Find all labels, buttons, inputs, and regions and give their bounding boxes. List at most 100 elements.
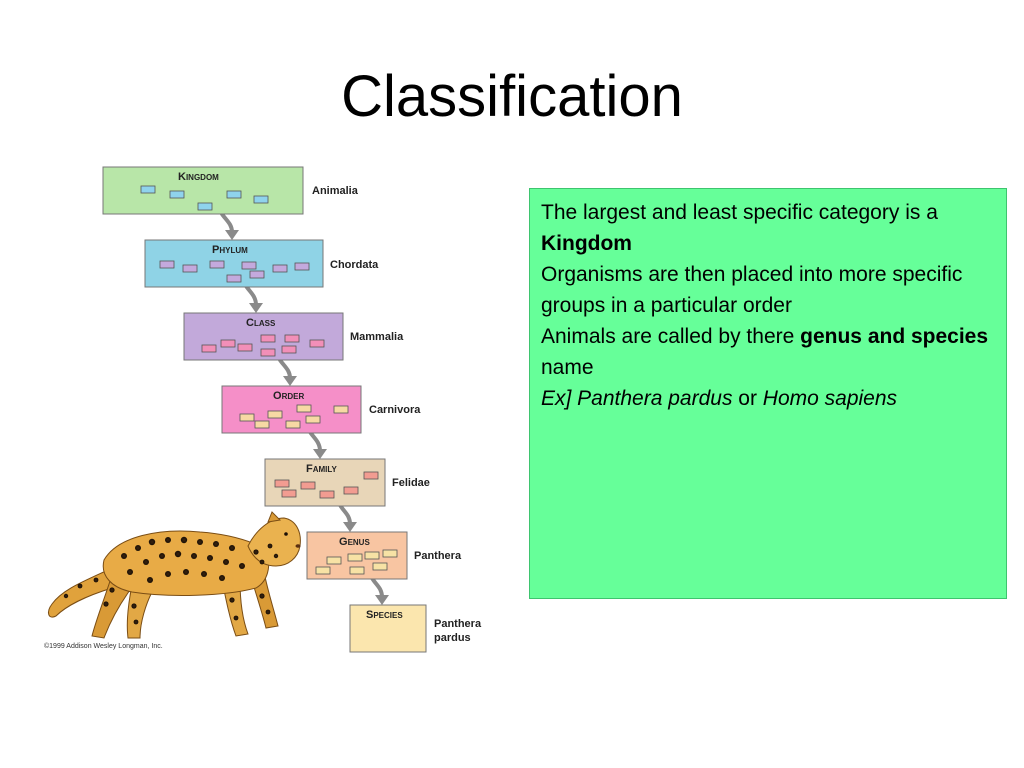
taxon-label: Mammalia (350, 331, 404, 343)
info-text: The largest and least specific category … (541, 201, 938, 224)
chip (197, 202, 213, 211)
arrowhead (343, 522, 357, 532)
arrowhead (249, 303, 263, 313)
leopard-illustration (48, 511, 301, 639)
chips (239, 404, 349, 429)
leopard-hind-leg (91, 574, 131, 639)
taxon-label-line2: pardus (434, 632, 471, 644)
rank-title: CLASS (246, 317, 276, 329)
chip (309, 339, 325, 348)
chips (315, 549, 398, 575)
taxon-label: Panthera (414, 550, 462, 562)
spot (165, 571, 171, 577)
spot (180, 536, 188, 544)
chips (159, 260, 310, 283)
spot (223, 559, 229, 565)
chip (267, 410, 283, 419)
chip (274, 479, 290, 488)
classification-diagram: KINGDOM Animalia PHYLUM Chordata CLASS (44, 166, 482, 653)
arrow-genus-species (370, 576, 384, 599)
arrowhead (225, 230, 239, 240)
info-or: or (732, 387, 763, 410)
chip (343, 486, 359, 495)
spot (259, 593, 265, 599)
spot (147, 577, 153, 583)
taxon-label: Animalia (312, 185, 359, 197)
chip (272, 264, 288, 273)
spot (233, 615, 239, 621)
rank-class: CLASS Mammalia (183, 312, 404, 361)
chip (226, 274, 242, 283)
arrow-class-order (278, 358, 292, 380)
rank-title: KINGDOM (178, 171, 219, 183)
chip (159, 260, 175, 269)
spot (183, 569, 189, 575)
info-bold-genus-species: genus and species (800, 325, 989, 348)
rank-box (349, 604, 427, 653)
info-paragraph-1: The largest and least specific category … (541, 197, 996, 259)
info-box: The largest and least specific category … (529, 188, 1007, 599)
chip (281, 345, 297, 354)
chip (182, 264, 198, 273)
rank-title: ORDER (273, 390, 304, 402)
spot (165, 537, 171, 543)
chips (274, 471, 379, 499)
spot (143, 559, 149, 565)
spot (109, 587, 115, 593)
spot (148, 538, 156, 546)
leopard-nose (295, 544, 301, 548)
spot (174, 550, 182, 558)
spot (265, 609, 271, 615)
chip (239, 413, 255, 422)
chip (347, 553, 363, 562)
chip (169, 190, 185, 199)
spot (103, 601, 109, 607)
chip (201, 344, 217, 353)
arrow-family-genus (338, 503, 352, 526)
spot (197, 539, 203, 545)
info-paragraph-4: Ex] Panthera pardus or Homo sapiens (541, 383, 996, 414)
chip (364, 551, 380, 560)
spot (93, 577, 99, 583)
rank-title: PHYLUM (212, 244, 248, 256)
leopard-ear (267, 511, 282, 523)
chips (140, 185, 269, 211)
info-paragraph-2: Organisms are then placed into more spec… (541, 259, 996, 321)
spot (219, 575, 225, 581)
chip (363, 471, 379, 480)
info-paragraph-3: Animals are called by there genus and sp… (541, 321, 996, 383)
arrow-order-family (308, 430, 322, 453)
chip (226, 190, 242, 199)
rank-family: FAMILY Felidae (264, 458, 430, 507)
chip (254, 420, 270, 429)
arrow-heads (225, 230, 389, 605)
spot (77, 583, 83, 589)
chip (333, 405, 349, 414)
spot (127, 569, 133, 575)
copyright-text: ©1999 Addison Wesley Longman, Inc. (44, 642, 163, 650)
spot (207, 555, 213, 561)
chip (349, 566, 365, 575)
arrow-phylum-class (244, 284, 258, 307)
chip (372, 562, 388, 571)
taxon-label: Felidae (392, 477, 430, 489)
spot (135, 545, 141, 551)
chip (249, 270, 265, 279)
chip (220, 339, 236, 348)
chips (201, 334, 325, 357)
rank-order: ORDER Carnivora (221, 385, 421, 434)
spot (267, 543, 273, 549)
leopard-spots (63, 536, 279, 625)
spot (121, 553, 127, 559)
spot (63, 593, 69, 599)
spot (273, 553, 279, 559)
spot (229, 597, 235, 603)
chip (305, 415, 321, 424)
chip (209, 260, 225, 269)
rank-title: GENUS (339, 536, 370, 548)
chip (319, 490, 335, 499)
spot (253, 549, 259, 555)
taxon-label: Chordata (330, 259, 379, 271)
spot (131, 603, 137, 609)
arrowhead (313, 449, 327, 459)
